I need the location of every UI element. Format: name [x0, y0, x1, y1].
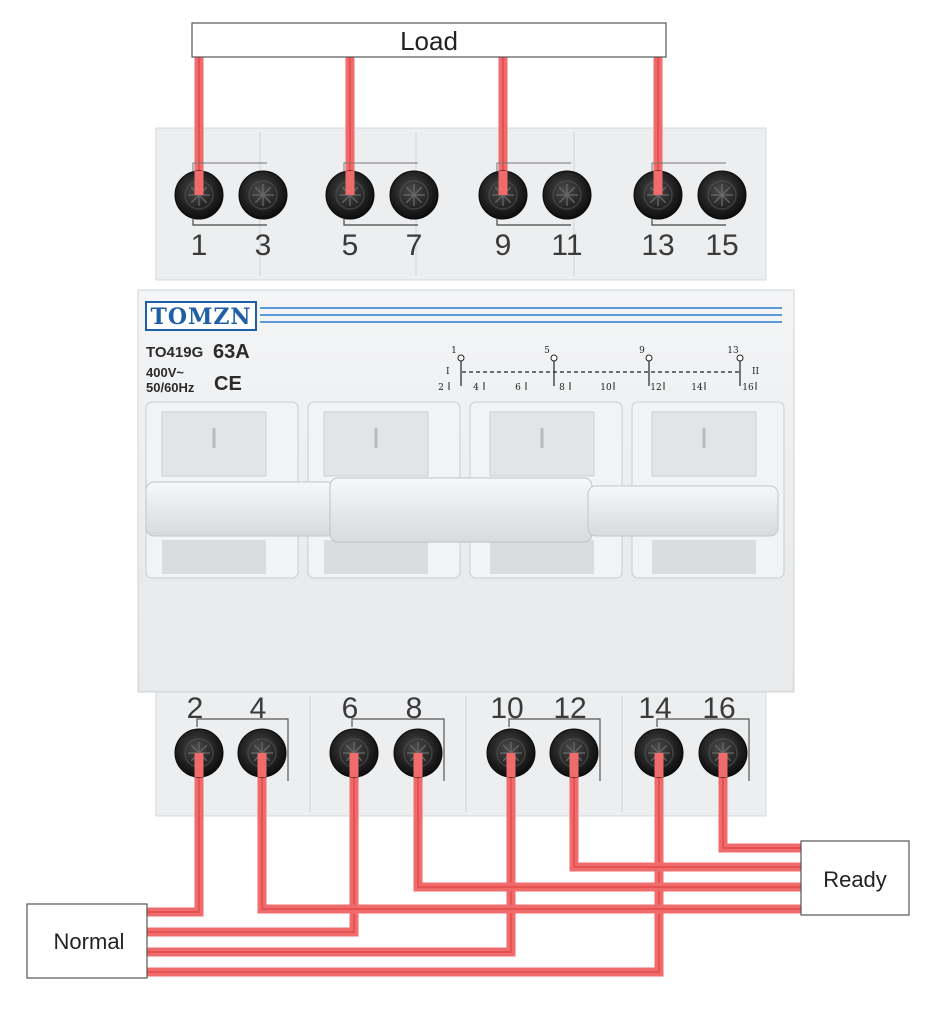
terminal-wire-entry-12 [569, 753, 579, 777]
terminal-number-8: 8 [406, 692, 423, 725]
model-text: TO419G [146, 344, 203, 361]
terminal-3[interactable] [238, 170, 288, 220]
load-label: Load [400, 26, 458, 56]
terminal-wire-entry-10 [506, 753, 516, 777]
ready-wire-16-core [722, 753, 801, 849]
terminal-wire-entry-8 [413, 753, 423, 777]
load-box: Load [191, 22, 667, 58]
schematic-number-4: 4 [473, 383, 479, 393]
terminal-number-14: 14 [638, 692, 671, 725]
ready-wire-12-core [573, 753, 801, 868]
terminal-number-6: 6 [342, 692, 359, 725]
schematic-number-2: 2 [438, 383, 444, 393]
schematic-number-12: 12 [650, 383, 661, 393]
normal-label: Normal [54, 929, 125, 954]
schematic-number-16: 16 [742, 383, 754, 393]
toggle-handles[interactable] [145, 401, 785, 579]
terminal-7[interactable] [389, 170, 439, 220]
normal-wire-14-core [147, 753, 660, 973]
terminal-wire-entry-16 [718, 753, 728, 777]
terminal-link-10 [508, 718, 601, 781]
ready-label: Ready [823, 867, 887, 892]
ready-wire-4-core [261, 753, 801, 910]
brand-logo: TOMZN [145, 301, 257, 331]
terminal-link-2 [196, 718, 289, 781]
terminal-link-5 [343, 219, 418, 226]
brand-stripes [260, 307, 782, 323]
voltage-rating: 400V~ [146, 365, 184, 380]
schematic-number-14: 14 [691, 383, 703, 393]
terminal-wire-entry-6 [349, 753, 359, 777]
terminal-link-6 [351, 718, 445, 781]
terminal-number-16: 16 [702, 692, 735, 725]
terminal-wire-entry-14 [654, 753, 664, 777]
terminal-number-9: 9 [495, 229, 512, 262]
switch-schematic: 1 5 9 13 2 4 6 8 10 12 14 16 I II [438, 346, 759, 393]
terminal-number-12: 12 [553, 692, 586, 725]
schematic-contact-1 [457, 354, 465, 362]
terminal-11[interactable] [542, 170, 592, 220]
terminal-1[interactable] [174, 170, 224, 220]
terminal-number-2: 2 [187, 692, 204, 725]
terminal-link-top-9 [496, 162, 571, 171]
terminal-link-top-1 [192, 162, 267, 171]
schematic-number-5: 5 [544, 346, 550, 356]
brand-text: TOMZN [150, 304, 251, 330]
terminal-number-7: 7 [406, 229, 423, 262]
terminal-5[interactable] [325, 170, 375, 220]
terminal-number-10: 10 [490, 692, 523, 725]
normal-wire-10-core [147, 753, 512, 953]
terminal-9[interactable] [478, 170, 528, 220]
terminal-number-11: 11 [551, 229, 582, 262]
schematic-number-6: 6 [515, 383, 521, 393]
schematic-number-1: 1 [451, 346, 457, 356]
terminal-wire-entry-2 [194, 753, 204, 777]
schematic-number-9: 9 [639, 346, 645, 356]
terminal-link-9 [496, 219, 571, 226]
schematic-contact-5 [550, 354, 558, 362]
normal-box: Normal [26, 903, 148, 979]
ready-wire-8-core [417, 753, 801, 888]
terminal-number-5: 5 [342, 229, 359, 262]
frequency-rating: 50/60Hz [146, 380, 195, 395]
terminal-link-13 [651, 219, 726, 226]
schematic-number-10: 10 [600, 383, 612, 393]
ready-box: Ready [800, 840, 910, 916]
terminal-15[interactable] [697, 170, 747, 220]
terminal-link-1 [192, 219, 267, 226]
schematic-contact-9 [645, 354, 653, 362]
terminal-13[interactable] [633, 170, 683, 220]
ce-mark: CE [214, 373, 242, 395]
schematic-contact-13 [736, 354, 744, 362]
terminal-number-4: 4 [250, 692, 267, 725]
schematic-position-one: I [446, 367, 450, 377]
normal-wire-2-core [147, 753, 200, 913]
schematic-position-two: II [752, 367, 760, 377]
terminal-number-3: 3 [255, 229, 272, 262]
terminal-wire-entry-4 [257, 753, 267, 777]
terminal-link-14 [656, 718, 750, 781]
normal-wire-6-core [147, 753, 355, 933]
terminal-link-top-13 [651, 162, 726, 171]
current-rating: 63A [213, 341, 250, 363]
terminal-link-top-5 [343, 162, 418, 171]
schematic-number-13: 13 [727, 346, 739, 356]
terminal-number-1: 1 [191, 229, 208, 262]
schematic-number-8: 8 [559, 383, 565, 393]
terminal-number-15: 15 [705, 229, 738, 262]
terminal-number-13: 13 [641, 229, 674, 262]
